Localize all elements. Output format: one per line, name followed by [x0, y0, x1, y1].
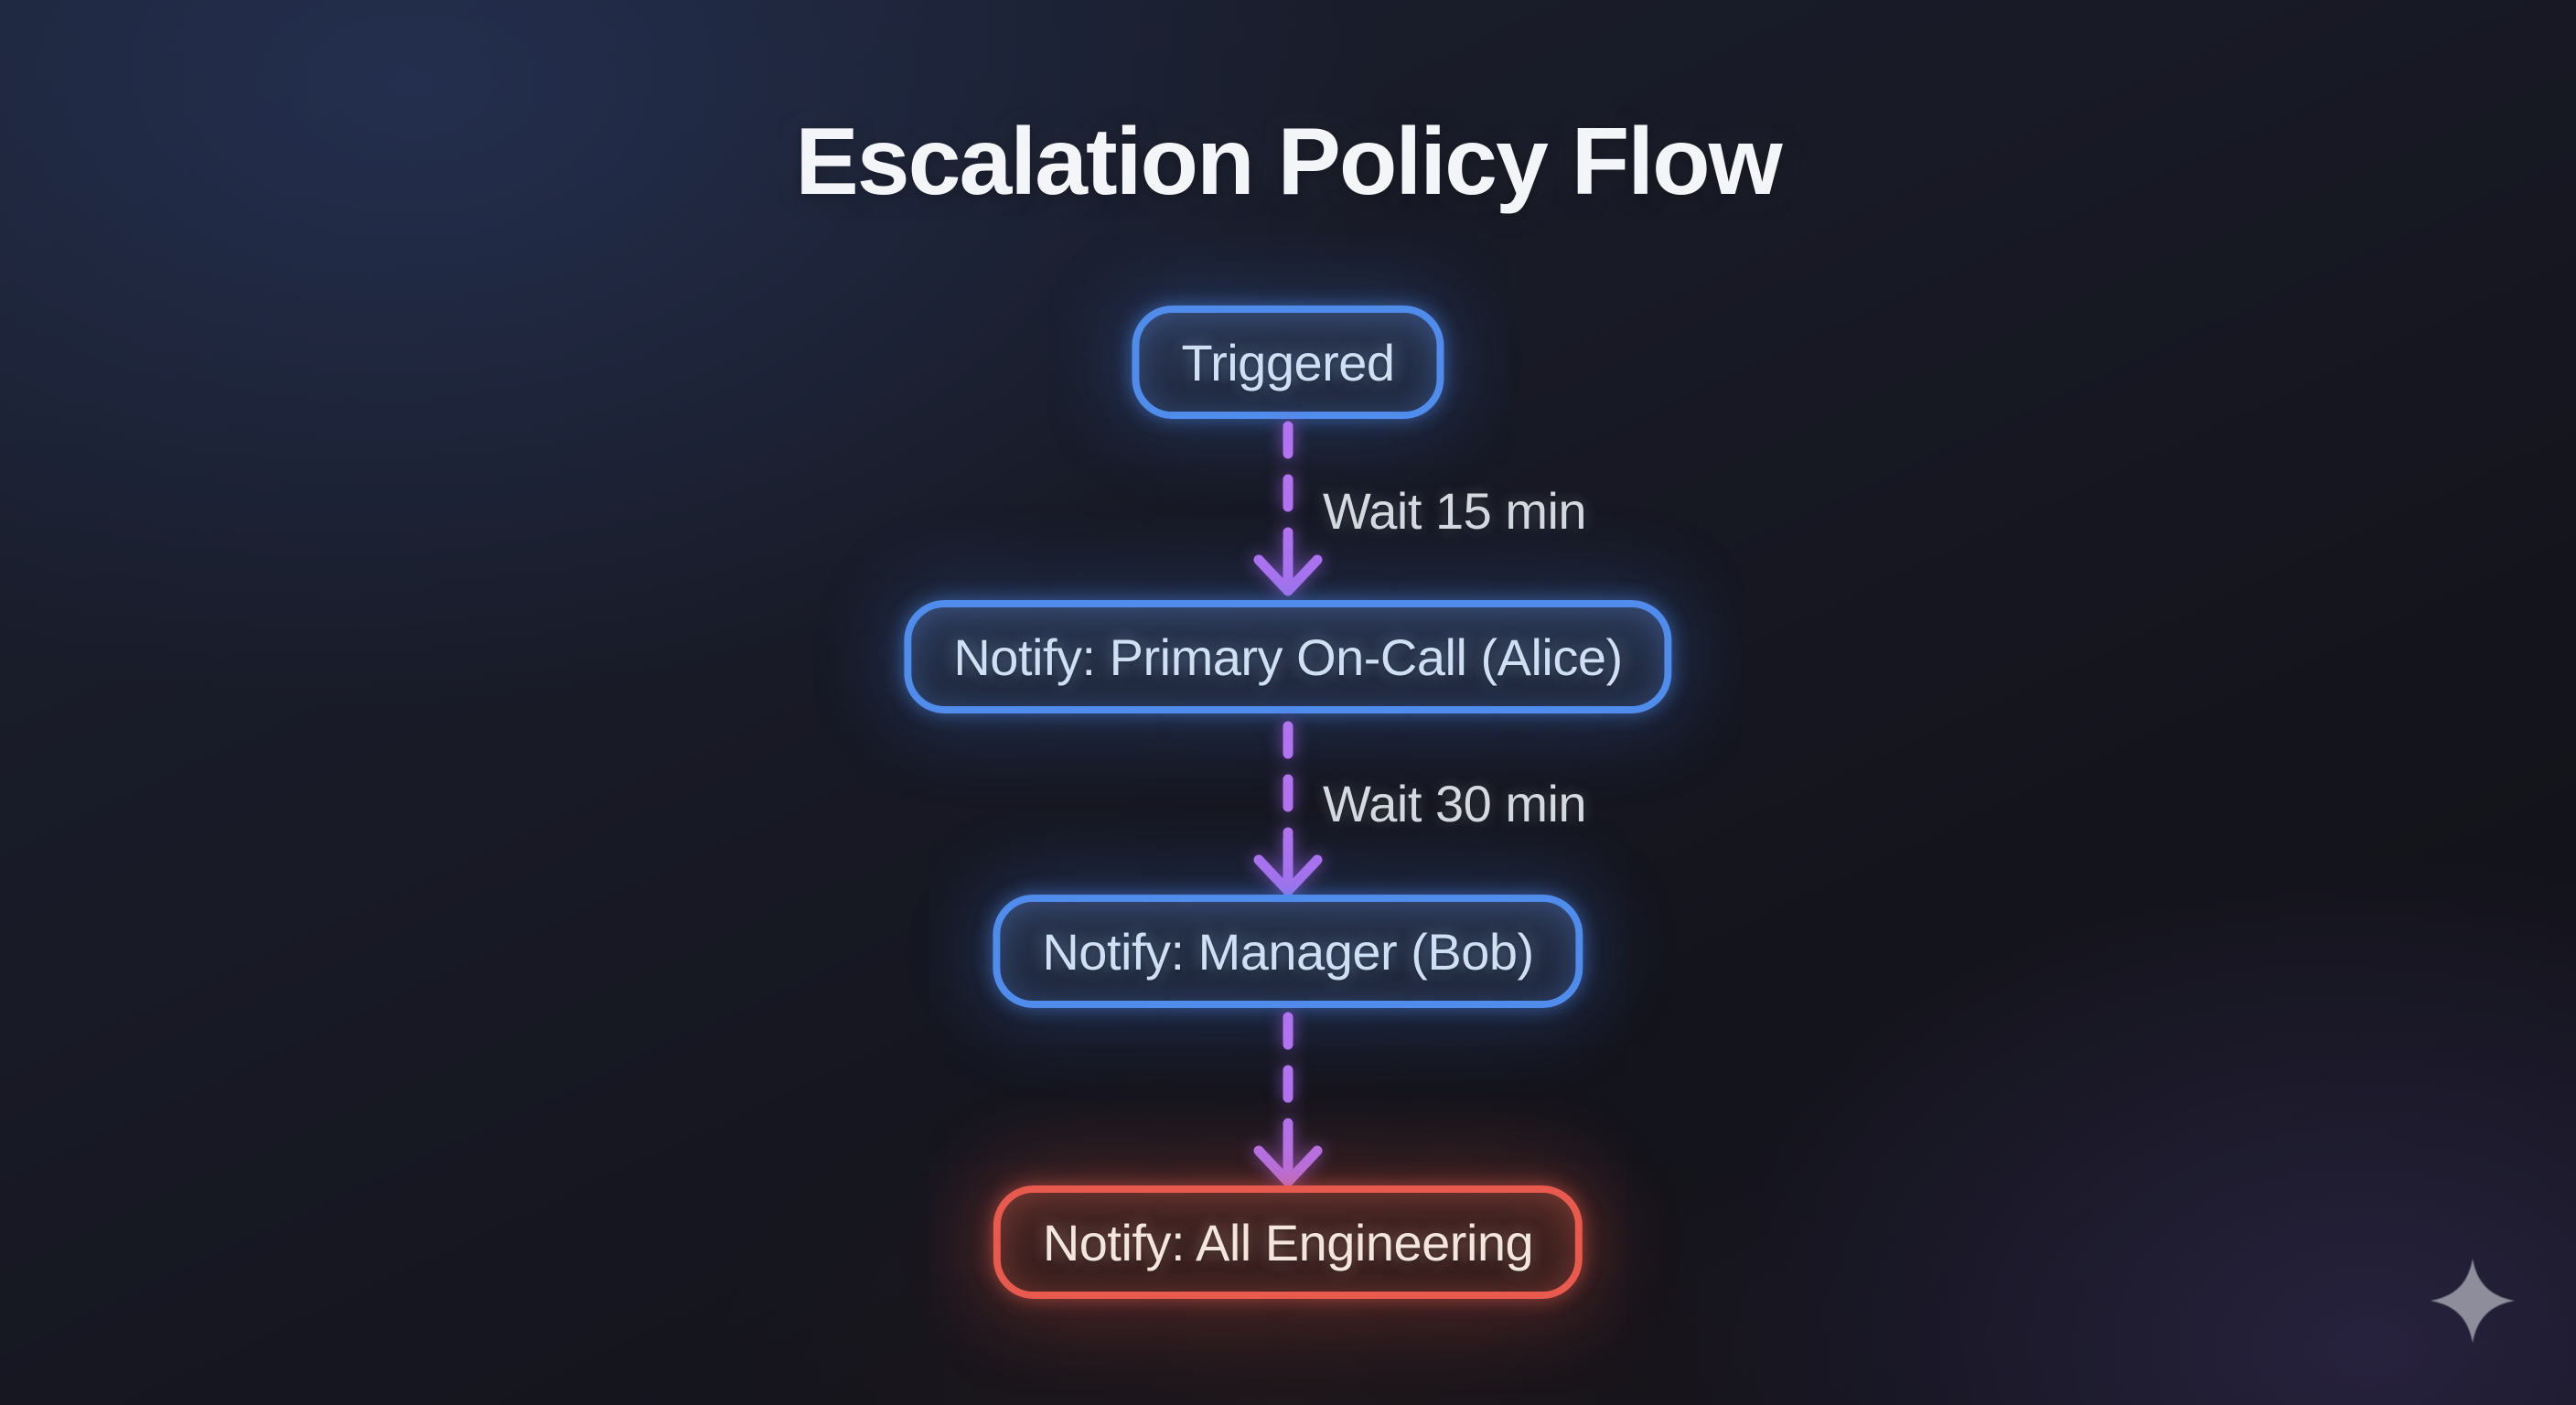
edge-label-wait-15-min: Wait 15 min [1323, 482, 1587, 540]
edge-label-wait-30-min: Wait 30 min [1323, 775, 1587, 832]
dashed-arrow-icon [1253, 421, 1323, 596]
node-notify-manager: Notify: Manager (Bob) [993, 895, 1583, 1008]
node-notify-all-engineering: Notify: All Engineering [993, 1185, 1583, 1299]
dashed-arrow-icon [1253, 1012, 1323, 1187]
node-notify-primary-oncall: Notify: Primary On-Call (Alice) [904, 600, 1672, 713]
dashed-arrow-icon [1253, 721, 1323, 896]
sparkle-icon [2431, 1259, 2515, 1343]
diagram-title: Escalation Policy Flow [795, 109, 1782, 215]
node-triggered: Triggered [1132, 306, 1444, 419]
